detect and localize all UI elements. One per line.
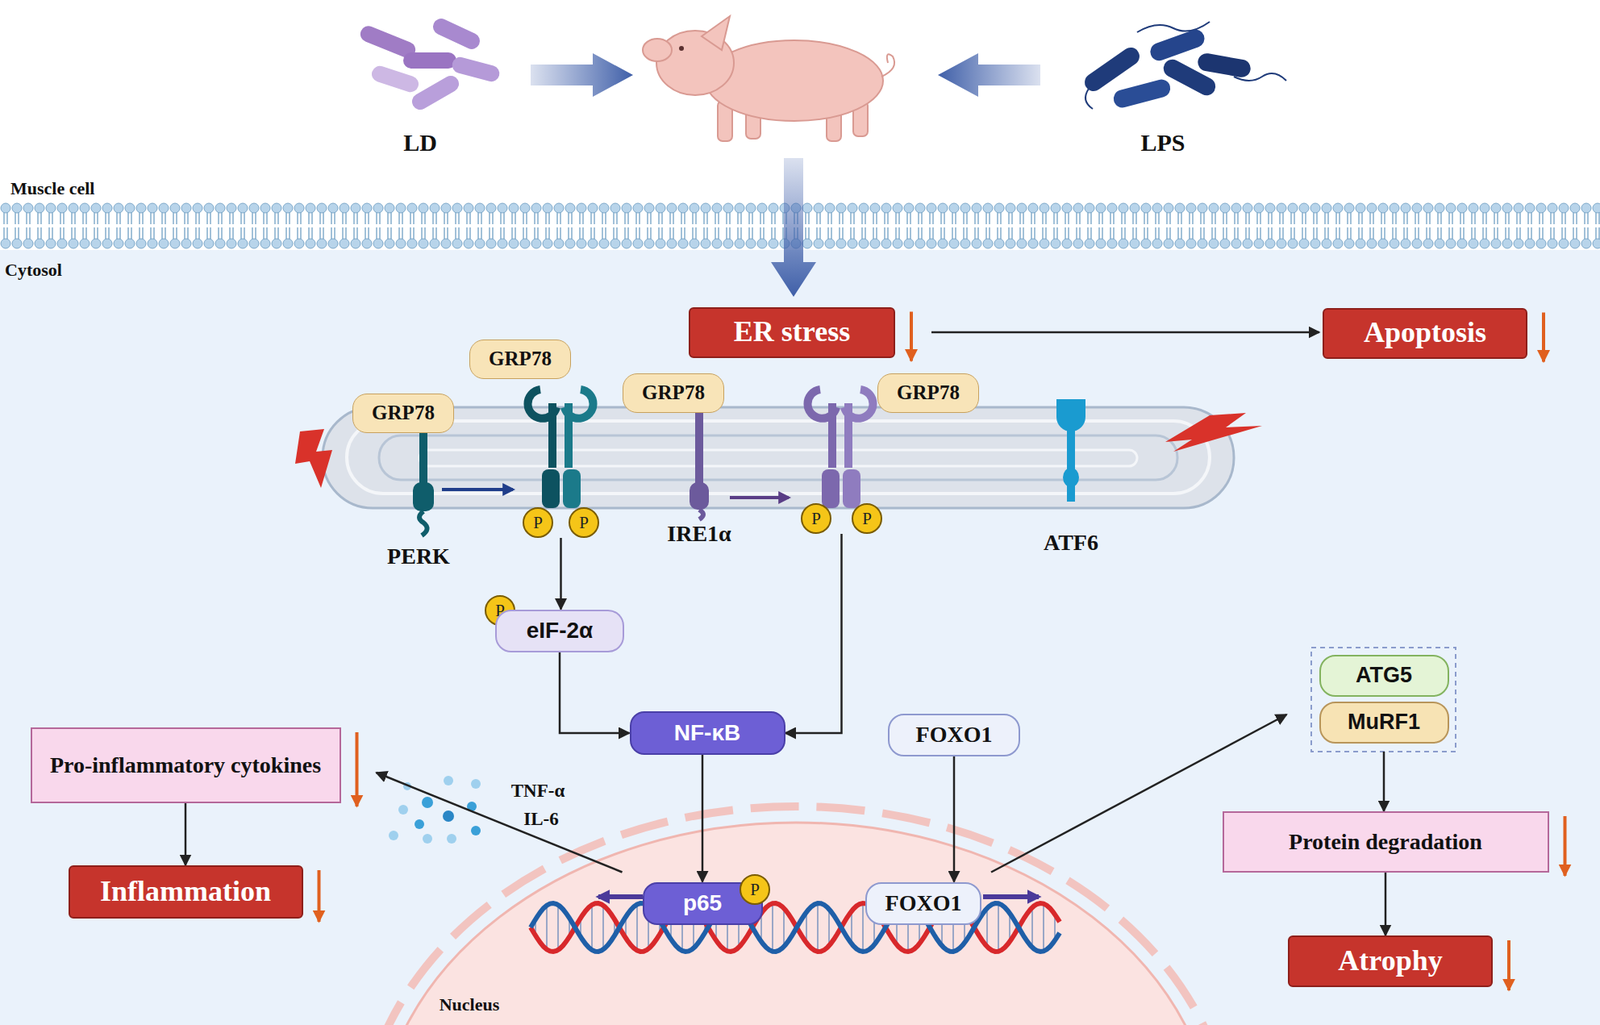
label: Cytosol	[4, 259, 63, 281]
label: LD	[403, 129, 438, 157]
node-text: Protein degradation	[1288, 829, 1483, 855]
node-text: P	[811, 508, 821, 529]
chaperone-tag: GRP78	[469, 339, 571, 380]
connector-arrow	[184, 803, 188, 866]
node-text: Apoptosis	[1363, 316, 1487, 350]
perk-receptor	[412, 427, 434, 536]
outcome-box: Inflammation	[68, 865, 304, 919]
label: TNF-α	[511, 780, 566, 802]
chaperone-tag: GRP78	[622, 373, 725, 413]
node-text: GRP78	[896, 381, 960, 405]
chaperone-tag: GRP78	[352, 393, 455, 434]
node-text: MuRF1	[1347, 709, 1421, 735]
label: LPS	[1140, 129, 1185, 157]
transcription-arrow	[598, 894, 643, 900]
protein-box: FOXO1	[865, 882, 982, 925]
connector-arrow	[559, 537, 563, 610]
node-text: FOXO1	[916, 721, 993, 748]
activation-arrow	[729, 495, 789, 500]
decrease-arrow	[909, 312, 913, 362]
input-arrow	[937, 53, 1041, 97]
dashed-group	[1311, 647, 1456, 752]
node-text: ER stress	[733, 315, 850, 349]
node-text: Atrophy	[1337, 944, 1442, 978]
node-text: ATG5	[1355, 662, 1413, 688]
connector-arrow	[376, 772, 623, 873]
node-text: GRP78	[488, 347, 552, 371]
decrease-arrow	[1563, 816, 1567, 876]
node-text: P	[579, 512, 589, 533]
phospho-circle: P	[739, 874, 771, 905]
label: Muscle cell	[10, 178, 95, 200]
activation-arrow	[441, 487, 513, 492]
protein-box: NF-κB	[629, 711, 786, 755]
connector-arrow	[1384, 872, 1388, 936]
atf6-receptor	[1056, 399, 1086, 502]
decrease-arrow	[1541, 312, 1546, 363]
down-arrow	[770, 158, 817, 297]
protein-box: MuRF1	[1319, 701, 1450, 744]
node-text: eIF-2α	[526, 617, 594, 644]
connector-arrow	[953, 756, 956, 883]
connector-arrow	[1383, 751, 1386, 812]
ire1-receptor	[689, 407, 709, 520]
connector-arrow	[785, 533, 842, 734]
node-text: NF-κB	[674, 720, 741, 746]
phospho-circle: P	[851, 503, 883, 534]
outcome-box: Apoptosis	[1322, 308, 1528, 359]
status-box: ER stress	[688, 307, 896, 359]
stress-bolt	[295, 429, 333, 488]
connector-arrow	[931, 331, 1320, 334]
pig-illustration	[642, 16, 895, 142]
nucleus	[360, 806, 1232, 1025]
label: IRE1α	[666, 520, 731, 547]
node-text: P	[862, 508, 872, 529]
endoplasmic-reticulum	[322, 407, 1234, 509]
connector-arrow	[559, 652, 630, 734]
node-text: Pro-inflammatory cytokines	[50, 752, 321, 779]
decrease-arrow	[317, 870, 321, 922]
protein-box: eIF-2α	[495, 609, 625, 653]
label: ATF6	[1043, 529, 1099, 556]
transcription-arrow	[983, 894, 1039, 900]
phospho-circle: P	[522, 507, 554, 538]
stress-bolt	[1165, 412, 1263, 452]
decrease-arrow	[1507, 940, 1511, 991]
protein-box: ATG5	[1319, 654, 1450, 697]
ld-bacteria	[358, 16, 502, 113]
label: PERK	[387, 543, 450, 570]
process-box: Pro-inflammatory cytokines	[30, 727, 342, 804]
phospho-circle: P	[800, 503, 832, 534]
phospho-circle: P	[568, 507, 600, 538]
input-arrow	[530, 53, 634, 97]
ire1-dimer	[807, 389, 873, 509]
chaperone-tag: GRP78	[877, 373, 980, 413]
perk-dimer	[527, 389, 593, 509]
label: Nucleus	[439, 994, 500, 1016]
outcome-box: Atrophy	[1287, 935, 1493, 988]
node-text: P	[533, 512, 543, 533]
label: IL-6	[523, 808, 559, 830]
node-text: FOXO1	[885, 890, 963, 917]
node-text: GRP78	[371, 401, 435, 425]
decrease-arrow	[355, 732, 359, 807]
lps-bacteria	[1081, 21, 1287, 110]
node-text: GRP78	[641, 381, 705, 405]
protein-box: FOXO1	[887, 713, 1021, 757]
node-text: P	[750, 879, 760, 900]
node-text: p65	[683, 890, 722, 917]
process-box: Protein degradation	[1222, 811, 1550, 873]
connector-arrow	[701, 754, 705, 883]
node-text: Inflammation	[100, 875, 271, 909]
